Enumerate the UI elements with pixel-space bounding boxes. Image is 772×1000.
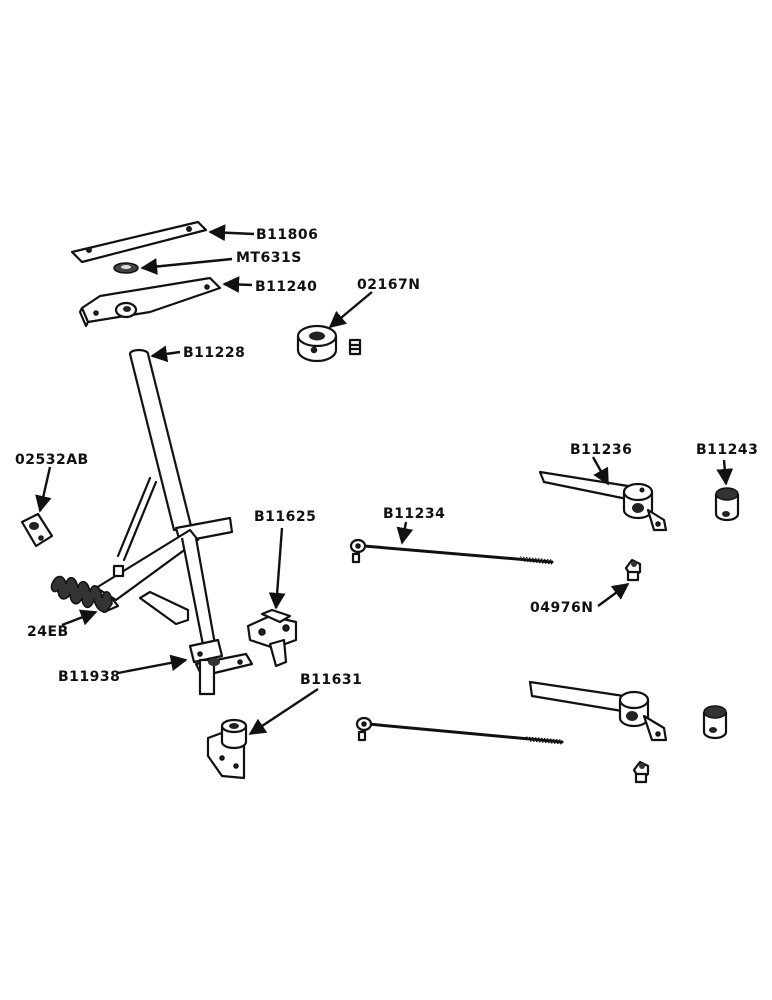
label-b11938: B11938 [58, 669, 120, 685]
leader-b11938 [117, 654, 188, 675]
set-screw-02167n [348, 338, 362, 356]
leader-02167n [328, 291, 373, 329]
label-b11625: B11625 [254, 509, 316, 525]
leader-b11236 [591, 456, 610, 486]
label-02532ab: 02532AB [15, 452, 89, 468]
leader-b11806 [208, 224, 255, 242]
bushing-lower [702, 705, 728, 740]
label-b11240: B11240 [255, 279, 317, 295]
plate-02532ab [20, 512, 54, 548]
bracket-b11938 [188, 638, 254, 696]
leader-b11234 [396, 521, 414, 545]
label-24eb: 24EB [27, 624, 69, 640]
label-02167n: 02167N [357, 277, 420, 293]
leader-b11240 [222, 276, 253, 293]
leader-b11243 [716, 459, 734, 486]
arm-lower [528, 680, 668, 742]
label-b11243: B11243 [696, 442, 758, 458]
label-b11234: B11234 [383, 506, 445, 522]
grease-fitting-04976n [624, 558, 642, 582]
leader-04976n [597, 583, 630, 607]
leader-b11228 [150, 345, 181, 363]
rod-lower [355, 716, 564, 745]
leader-b11625 [268, 527, 286, 610]
label-04976n: 04976N [530, 600, 593, 616]
spring-24eb [50, 575, 113, 613]
bracket-b11625 [246, 608, 298, 668]
label-mt631s: MT631S [236, 250, 302, 266]
label-b11228: B11228 [183, 345, 245, 361]
collar-02167n [296, 324, 338, 363]
leader-mt631s [140, 257, 233, 275]
arm-b11236 [538, 470, 668, 532]
arm-plate-b11240 [78, 276, 222, 328]
plate-b11806 [70, 220, 208, 264]
grease-fitting-lower [632, 760, 650, 784]
label-b11806: B11806 [256, 227, 318, 243]
washer-mt631s [113, 262, 139, 274]
shaft-b11228 [92, 348, 234, 652]
bushing-b11243 [714, 487, 740, 522]
rod-b11234 [349, 538, 554, 565]
leader-02532ab [35, 466, 52, 513]
leader-b11631 [248, 687, 319, 736]
label-b11236: B11236 [570, 442, 632, 458]
leader-24eb [61, 609, 98, 627]
label-b11631: B11631 [300, 672, 362, 688]
bracket-b11631 [206, 718, 248, 780]
